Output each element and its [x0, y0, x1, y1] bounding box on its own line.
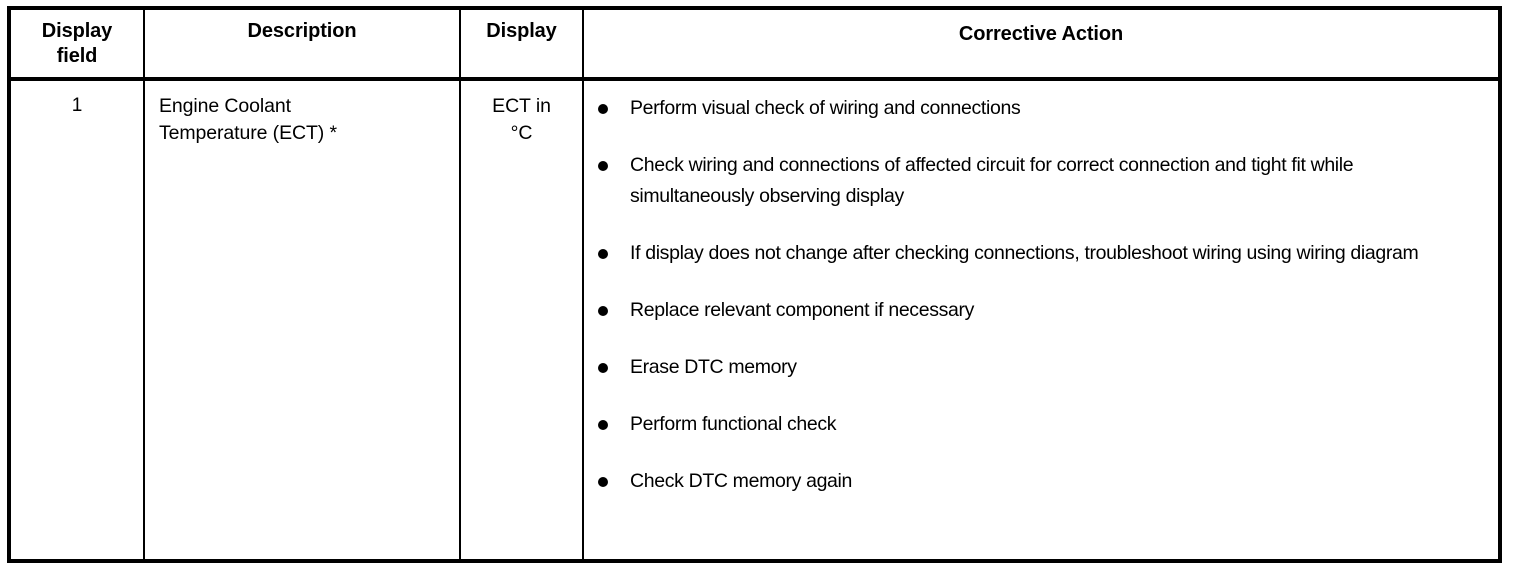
corrective-action-text: Erase DTC memory — [630, 356, 797, 378]
cell-display: ECT in°C — [461, 81, 584, 559]
corrective-action-item: Erase DTC memory — [584, 352, 1482, 383]
header-label-display: Display — [486, 20, 557, 42]
header-cell-display: Display — [461, 10, 584, 77]
header-label-corrective-action: Corrective Action — [958, 23, 1124, 45]
header-label-description: Description — [247, 20, 357, 42]
corrective-action-text: Check wiring and connections of affected… — [630, 154, 1354, 207]
header-cell-corrective-action: Corrective Action — [584, 10, 1498, 77]
corrective-action-item: Perform visual check of wiring and conne… — [584, 93, 1482, 124]
bullet-icon — [598, 420, 608, 430]
cell-display-field: 1 — [11, 81, 145, 559]
bullet-icon — [598, 477, 608, 487]
corrective-action-item: Perform functional check — [584, 409, 1482, 440]
corrective-action-text: If display does not change after checkin… — [630, 242, 1419, 264]
corrective-action-text: Perform visual check of wiring and conne… — [630, 97, 1021, 119]
bullet-icon — [598, 104, 608, 114]
corrective-action-item: Check wiring and connections of affected… — [584, 150, 1482, 212]
bullet-icon — [598, 161, 608, 171]
corrective-action-text: Check DTC memory again — [630, 470, 853, 492]
corrective-action-item: Replace relevant component if necessary — [584, 295, 1482, 326]
corrective-action-item: Check DTC memory again — [584, 466, 1482, 497]
bullet-icon — [598, 363, 608, 373]
display-value: ECT in°C — [492, 95, 551, 144]
display-field-value: 1 — [71, 95, 83, 116]
bullet-icon — [598, 306, 608, 316]
corrective-action-text: Perform functional check — [630, 413, 837, 435]
bullet-icon — [598, 249, 608, 259]
header-cell-description: Description — [145, 10, 461, 77]
corrective-action-list: Perform visual check of wiring and conne… — [584, 81, 1498, 497]
corrective-action-item: If display does not change after checkin… — [584, 238, 1482, 269]
cell-corrective-action: Perform visual check of wiring and conne… — [584, 81, 1498, 559]
corrective-action-text: Replace relevant component if necessary — [630, 299, 975, 321]
